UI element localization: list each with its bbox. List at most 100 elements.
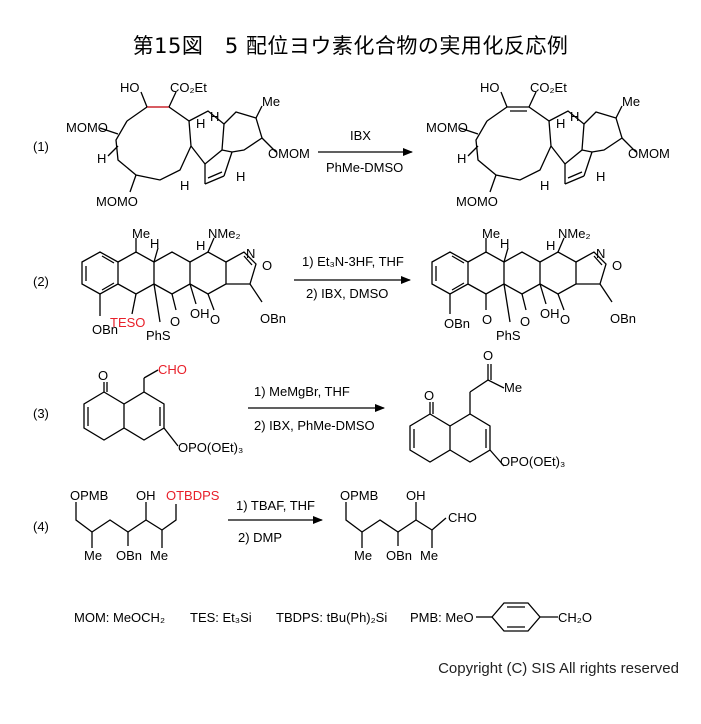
sm1-ester: CO₂Et (170, 80, 207, 95)
p4-obn: OBn (386, 548, 412, 563)
sm2-ketone-o2: O (210, 312, 220, 327)
reaction-3-product: O O Me OPO(OEt)₃ (409, 348, 565, 469)
sm1-h-d: H (180, 178, 189, 193)
sm4-methyl-2: Me (150, 548, 168, 563)
sm3-phosphate: OPO(OEt)₃ (178, 440, 243, 455)
sm2-obn-right: OBn (260, 311, 286, 326)
reaction-3-reagent-top: 1) MeMgBr, THF (254, 384, 350, 399)
sm3-aldehyde: CHO (158, 362, 187, 377)
p2-h-top: H (500, 236, 509, 251)
p1-h-c: H (570, 109, 579, 124)
sm1-h-a: H (97, 151, 106, 166)
sm4-opmb: OPMB (70, 488, 108, 503)
sm1-h-c: H (210, 109, 219, 124)
reaction-1-starting-material: HO CO₂Et Me MOMO MOMO OMOM H H H H H (66, 80, 310, 209)
reaction-1-reagent-top: IBX (350, 128, 371, 143)
p1-mom-bottom: MOMO (456, 194, 498, 209)
p2-methyl: Me (482, 226, 500, 241)
p4-opmb: OPMB (340, 488, 378, 503)
sm1-h-e: H (236, 169, 245, 184)
copyright-notice: Copyright (C) SIS All rights reserved (438, 660, 679, 677)
reaction-2-reagent-top: 1) Et₃N-3HF, THF (302, 254, 404, 269)
p1-h-d: H (540, 178, 549, 193)
page-title: 第15図 5 配位ヨウ素化合物の実用化反応例 (132, 34, 569, 58)
sm2-teso: TESO (110, 315, 145, 330)
p1-hydroxyl: HO (480, 80, 500, 95)
sm2-obn-left: OBn (92, 322, 118, 337)
sm4-hydroxyl: OH (136, 488, 156, 503)
reaction-3-reagent-bottom: 2) IBX, PhMe-DMSO (254, 418, 375, 433)
p1-h-e: H (596, 169, 605, 184)
sm2-methyl: Me (132, 226, 150, 241)
p2-h-mid: H (546, 238, 555, 253)
legend-tes: TES: Et₃Si (190, 610, 252, 625)
p4-methyl-2: Me (420, 548, 438, 563)
reaction-3: (3) O CHO OPO(OEt)₃ 1) MeMgBr, THF 2) IB… (33, 348, 565, 469)
sm1-hydroxyl: HO (120, 80, 140, 95)
reaction-2-product: Me H NMe₂ N O OBn OBn O PhS O OH O H (431, 226, 636, 343)
sm2-h-mid: H (196, 238, 205, 253)
p4-hydroxyl: OH (406, 488, 426, 503)
reaction-1-product: HO CO₂Et Me MOMO MOMO OMOM H H H H H (426, 80, 670, 209)
p2-obn-left: OBn (444, 316, 470, 331)
abbreviation-legend: MOM: MeOCH₂ TES: Et₃Si TBDPS: tBu(Ph)₂Si… (74, 602, 592, 632)
sm2-ring-o: O (262, 258, 272, 273)
reaction-2-starting-material: Me H NMe₂ N O OBn OBn TESO PhS O OH O H (81, 226, 286, 343)
sm2-hydroxyl: OH (190, 306, 210, 321)
p3-phosphate: OPO(OEt)₃ (500, 454, 565, 469)
p1-methyl: Me (622, 94, 640, 109)
p3-ketone-o2: O (483, 348, 493, 363)
reaction-3-starting-material: O CHO OPO(OEt)₃ (83, 362, 243, 455)
reaction-4-product: OPMB OH CHO Me OBn Me (340, 488, 477, 563)
sm4-otbdps: OTBDPS (166, 488, 220, 503)
reaction-1-label: (1) (33, 139, 49, 154)
p1-omom: OMOM (628, 146, 670, 161)
sm3-ketone-o: O (98, 368, 108, 383)
p1-mom-top: MOMO (426, 120, 468, 135)
sm2-dimethylamino: NMe₂ (208, 226, 241, 241)
reaction-4-starting-material: OPMB OH OTBDPS Me OBn Me (70, 488, 220, 563)
reaction-4: (4) OPMB OH OTBDPS Me OBn Me 1) TBAF, TH… (33, 488, 477, 563)
p1-h-b: H (556, 116, 565, 131)
reaction-4-reagent-top: 1) TBAF, THF (236, 498, 315, 513)
p2-obn-right: OBn (610, 311, 636, 326)
p2-ketone-o1: O (520, 314, 530, 329)
sm2-ketone-o1: O (170, 314, 180, 329)
p2-phs: PhS (496, 328, 521, 343)
p2-ketone-o2: O (560, 312, 570, 327)
reaction-2: (2) Me (33, 226, 636, 343)
sm4-methyl-1: Me (84, 548, 102, 563)
sm4-obn: OBn (116, 548, 142, 563)
reaction-2-reagent-bottom: 2) IBX, DMSO (306, 286, 388, 301)
p2-hydroxyl: OH (540, 306, 560, 321)
legend-tbdps: TBDPS: tBu(Ph)₂Si (276, 610, 387, 625)
sm2-ring-n: N (246, 246, 255, 261)
sm1-methyl: Me (262, 94, 280, 109)
reaction-1-reagent-bottom: PhMe-DMSO (326, 160, 403, 175)
p1-h-a: H (457, 151, 466, 166)
sm1-h-b: H (196, 116, 205, 131)
p3-methyl: Me (504, 380, 522, 395)
p2-ketone-o0: O (482, 312, 492, 327)
reaction-2-label: (2) (33, 274, 49, 289)
p3-ketone-o: O (424, 388, 434, 403)
sm1-mom-top: MOMO (66, 120, 108, 135)
reaction-4-label: (4) (33, 519, 49, 534)
sm1-omom: OMOM (268, 146, 310, 161)
legend-mom: MOM: MeOCH₂ (74, 610, 165, 625)
p4-aldehyde: CHO (448, 510, 477, 525)
sm1-mom-bottom: MOMO (96, 194, 138, 209)
reaction-4-reagent-bottom: 2) DMP (238, 530, 282, 545)
sm2-phs: PhS (146, 328, 171, 343)
reaction-1: (1) HO CO₂Et Me MOMO MOM (33, 80, 670, 209)
p2-dimethylamino: NMe₂ (558, 226, 591, 241)
legend-pmb: PMB: MeO (410, 610, 474, 625)
legend-pmb-tail: CH₂O (558, 610, 592, 625)
p1-ester: CO₂Et (530, 80, 567, 95)
p2-ring-n: N (596, 246, 605, 261)
p2-ring-o: O (612, 258, 622, 273)
reaction-3-label: (3) (33, 406, 49, 421)
sm2-h-top: H (150, 236, 159, 251)
p4-methyl-1: Me (354, 548, 372, 563)
